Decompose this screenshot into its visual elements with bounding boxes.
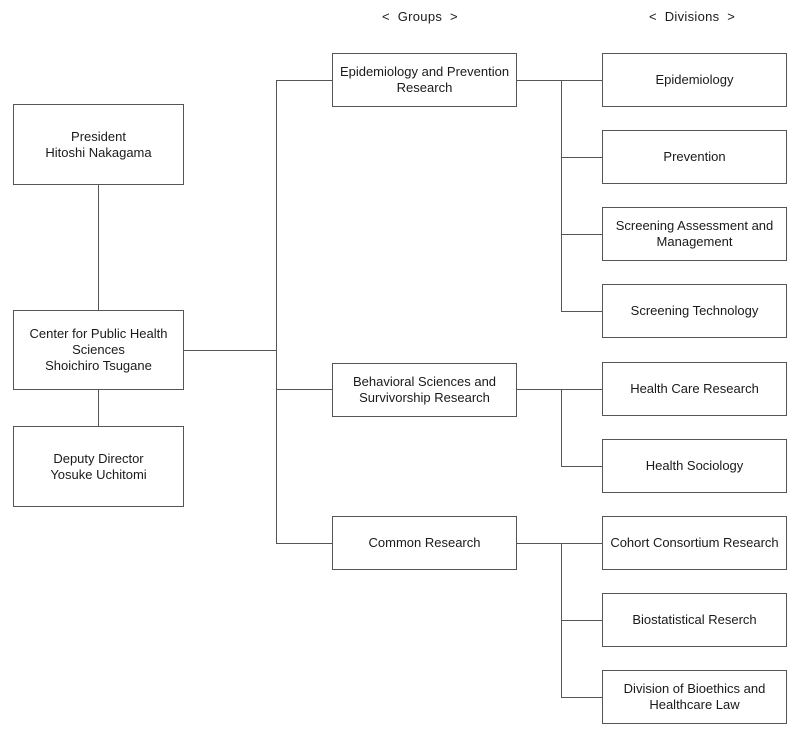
division-label: Prevention: [663, 149, 726, 164]
division-label-line1: Division of Bioethics and: [623, 681, 766, 696]
connector-group-2: [276, 389, 332, 390]
group-label-line1: Common Research: [368, 535, 481, 550]
group-box-behavioral-sciences: Behavioral Sciences and Survivorship Res…: [332, 363, 517, 417]
connector-group-1: [276, 80, 332, 81]
division-label: Health Care Research: [630, 381, 759, 396]
president-box: President Hitoshi Nakagama: [13, 104, 184, 185]
division-box-prevention: Prevention: [602, 130, 787, 184]
division-box-health-sociology: Health Sociology: [602, 439, 787, 493]
connector-division-2: [561, 157, 602, 158]
center-box: Center for Public Health Sciences Shoich…: [13, 310, 184, 390]
deputy-title: Deputy Director: [53, 450, 144, 466]
division-label-line2: Healthcare Law: [649, 697, 740, 712]
group-label-line1: Behavioral Sciences and: [352, 374, 497, 389]
groups-header: < Groups >: [382, 9, 458, 24]
division-box-screening-technology: Screening Technology: [602, 284, 787, 338]
center-name-line1: Center for Public Health: [29, 326, 168, 341]
connector-groups-trunk: [276, 80, 277, 543]
group-label-line2: Survivorship Research: [359, 390, 490, 405]
division-label: Epidemiology: [655, 72, 734, 87]
division-box-epidemiology: Epidemiology: [602, 53, 787, 107]
connector-division-3: [561, 234, 602, 235]
division-label: Cohort Consortium Research: [610, 535, 779, 550]
connector-division-6: [561, 466, 602, 467]
connector-division-8: [561, 620, 602, 621]
connector-group-3: [276, 543, 332, 544]
connector-group2-trunk: [561, 389, 562, 466]
deputy-name: Yosuke Uchitomi: [50, 466, 147, 482]
group-label-line1: Epidemiology and Prevention: [339, 64, 510, 79]
division-box-screening-assessment: Screening Assessment and Management: [602, 207, 787, 261]
division-box-biostatistical: Biostatistical Reserch: [602, 593, 787, 647]
connector-group1-out: [517, 80, 602, 81]
connector-division-4: [561, 311, 602, 312]
group-box-epidemiology-prevention: Epidemiology and Prevention Research: [332, 53, 517, 107]
president-name: Hitoshi Nakagama: [45, 144, 152, 160]
center-name-line2: Sciences: [72, 342, 125, 357]
division-box-bioethics-healthcare-law: Division of Bioethics and Healthcare Law: [602, 670, 787, 724]
division-label: Health Sociology: [645, 458, 744, 473]
connector-center-trunk: [183, 350, 276, 351]
division-label-line1: Screening Assessment and: [615, 218, 774, 233]
divisions-header: < Divisions >: [649, 9, 736, 24]
connector-group1-trunk: [561, 80, 562, 311]
division-label: Biostatistical Reserch: [632, 612, 757, 627]
connector-division-9: [561, 697, 602, 698]
connector-group2-out: [517, 389, 602, 390]
connector-center-deputy: [98, 390, 99, 426]
division-label: Screening Technology: [630, 303, 759, 318]
center-director-name: Shoichiro Tsugane: [45, 358, 152, 373]
deputy-box: Deputy Director Yosuke Uchitomi: [13, 426, 184, 507]
division-label-line2: Management: [656, 234, 733, 249]
connector-group3-out: [517, 543, 602, 544]
group-box-common-research: Common Research: [332, 516, 517, 570]
division-box-health-care-research: Health Care Research: [602, 362, 787, 416]
division-box-cohort-consortium: Cohort Consortium Research: [602, 516, 787, 570]
connector-president-center: [98, 185, 99, 310]
president-title: President: [71, 128, 126, 144]
group-label-line2: Research: [396, 80, 453, 95]
